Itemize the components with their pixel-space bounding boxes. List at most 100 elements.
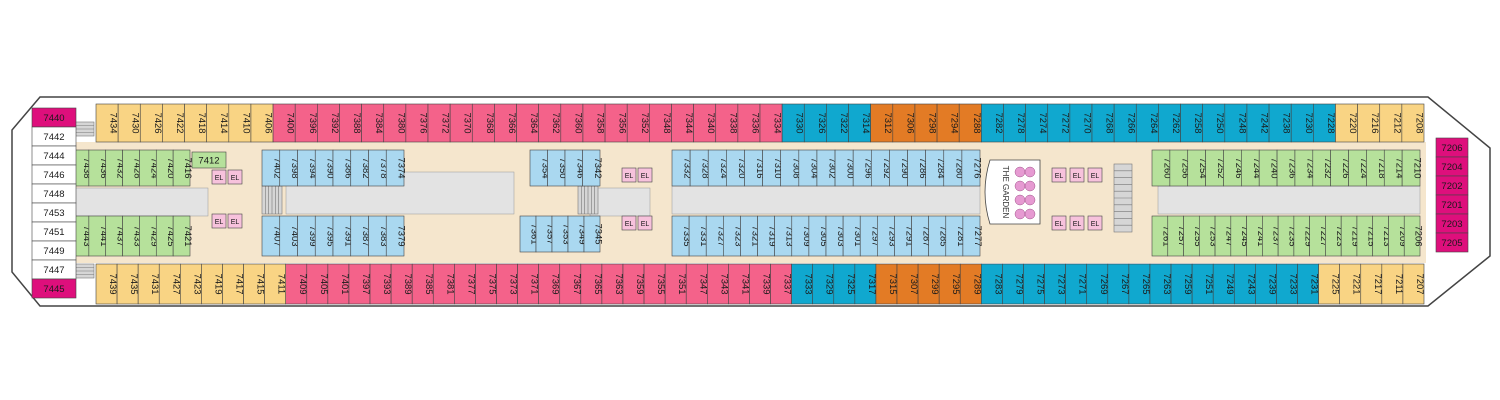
cabin-7383[interactable]: 7383	[368, 215, 389, 257]
cabin-7282[interactable]: 7282	[981, 103, 1004, 143]
cabin-7442[interactable]: 7442	[31, 126, 77, 147]
cabin-7362[interactable]: 7362	[538, 103, 562, 143]
cabin-7371[interactable]: 7371	[517, 263, 540, 305]
cabin-7272[interactable]: 7272	[1047, 103, 1071, 143]
cabin-7379[interactable]: 7379	[385, 215, 407, 257]
cabin-7355[interactable]: 7355	[643, 263, 666, 305]
cabin-7381[interactable]: 7381	[432, 263, 455, 305]
cabin-7224[interactable]: 7224	[1348, 149, 1369, 187]
cabin-7388[interactable]: 7388	[339, 103, 362, 143]
cabin-7219[interactable]: 7219	[1340, 215, 1361, 257]
cabin-7231[interactable]: 7231	[1297, 263, 1320, 305]
cabin-7360[interactable]: 7360	[560, 103, 584, 143]
cabin-7221[interactable]: 7221	[1339, 263, 1362, 305]
cabin-7368[interactable]: 7368	[471, 103, 495, 143]
cabin-7300[interactable]: 7300	[834, 149, 856, 187]
cabin-7280[interactable]: 7280	[943, 149, 965, 187]
cabin-7421[interactable]: 7421	[172, 215, 193, 257]
cabin-7439[interactable]: 7439	[95, 263, 118, 305]
cabin-7356[interactable]: 7356	[604, 103, 628, 143]
cabin-7426[interactable]: 7426	[139, 103, 163, 143]
cabin-7317[interactable]: 7317	[854, 263, 877, 305]
cabin-7209[interactable]: 7209	[1388, 215, 1408, 257]
cabin-7276[interactable]: 7276	[961, 149, 983, 187]
cabin-7207[interactable]: 7207	[1402, 263, 1425, 305]
cabin-7370[interactable]: 7370	[449, 103, 473, 143]
cabin-7415[interactable]: 7415	[243, 263, 266, 305]
cabin-7256[interactable]: 7256	[1169, 149, 1190, 187]
cabin-7334[interactable]: 7334	[759, 103, 783, 143]
cabin-7448[interactable]: 7448	[31, 183, 77, 204]
cabin-7252[interactable]: 7252	[1205, 149, 1226, 187]
cabin-7278[interactable]: 7278	[1003, 103, 1026, 143]
cabin-7277[interactable]: 7277	[962, 215, 983, 257]
cabin-7271[interactable]: 7271	[1065, 263, 1088, 305]
cabin-7292[interactable]: 7292	[870, 149, 892, 187]
cabin-7392[interactable]: 7392	[317, 103, 340, 143]
cabin-7201[interactable]: 7201	[1435, 194, 1469, 215]
cabin-7302[interactable]: 7302	[816, 149, 838, 187]
cabin-7321[interactable]: 7321	[740, 215, 761, 257]
cabin-7240[interactable]: 7240	[1258, 149, 1280, 187]
cabin-7254[interactable]: 7254	[1187, 149, 1208, 187]
cabin-7384[interactable]: 7384	[361, 103, 385, 143]
cabin-7236[interactable]: 7236	[1276, 149, 1298, 187]
cabin-7344[interactable]: 7344	[671, 103, 694, 143]
cabin-7398[interactable]: 7398	[279, 149, 300, 187]
cabin-7315[interactable]: 7315	[875, 263, 898, 305]
cabin-7406[interactable]: 7406	[250, 103, 274, 143]
cabin-7324[interactable]: 7324	[707, 149, 729, 187]
cabin-7251[interactable]: 7251	[1191, 263, 1214, 305]
cabin-7339[interactable]: 7339	[749, 263, 772, 305]
cabin-7275[interactable]: 7275	[1023, 263, 1046, 305]
cabin-7258[interactable]: 7258	[1180, 103, 1204, 143]
cabin-7206[interactable]: 7206	[1435, 137, 1469, 158]
cabin-7239[interactable]: 7239	[1255, 263, 1277, 305]
cabin-7205[interactable]: 7205	[1435, 232, 1469, 253]
cabin-7260[interactable]: 7260	[1151, 149, 1172, 187]
cabin-7345[interactable]: 7345	[583, 215, 604, 253]
cabin-7314[interactable]: 7314	[848, 103, 872, 143]
cabin-7298[interactable]: 7298	[914, 103, 938, 143]
cabin-7249[interactable]: 7249	[1212, 263, 1235, 305]
cabin-7310[interactable]: 7310	[762, 149, 784, 187]
cabin-7274[interactable]: 7274	[1025, 103, 1049, 143]
cabin-7393[interactable]: 7393	[369, 263, 392, 305]
cabin-7342[interactable]: 7342	[582, 149, 603, 187]
cabin-7417[interactable]: 7417	[222, 263, 245, 305]
cabin-7341[interactable]: 7341	[728, 263, 750, 305]
cabin-7248[interactable]: 7248	[1224, 103, 1248, 143]
cabin-7395[interactable]: 7395	[314, 215, 336, 257]
cabin-7430[interactable]: 7430	[117, 103, 141, 143]
cabin-7359[interactable]: 7359	[622, 263, 645, 305]
cabin-7232[interactable]: 7232	[1312, 149, 1333, 187]
cabin-7416[interactable]: 7416	[172, 149, 193, 187]
cabin-7364[interactable]: 7364	[516, 103, 540, 143]
cabin-7414[interactable]: 7414	[206, 103, 230, 143]
cabin-7335[interactable]: 7335	[671, 215, 692, 257]
cabin-7337[interactable]: 7337	[770, 263, 793, 305]
cabin-7412[interactable]: 7412	[191, 151, 227, 169]
cabin-7358[interactable]: 7358	[582, 103, 606, 143]
cabin-7436[interactable]: 7436	[88, 149, 109, 187]
cabin-7391[interactable]: 7391	[332, 215, 353, 257]
cabin-7390[interactable]: 7390	[314, 149, 336, 187]
cabin-7238[interactable]: 7238	[1268, 103, 1292, 143]
cabin-7243[interactable]: 7243	[1233, 263, 1256, 305]
cabin-7307[interactable]: 7307	[896, 263, 919, 305]
cabin-7422[interactable]: 7422	[162, 103, 185, 143]
cabin-7273[interactable]: 7273	[1044, 263, 1067, 305]
cabin-7284[interactable]: 7284	[925, 149, 947, 187]
cabin-7316[interactable]: 7316	[744, 149, 765, 187]
cabin-7213[interactable]: 7213	[1372, 215, 1392, 257]
cabin-7330[interactable]: 7330	[781, 103, 805, 143]
cabin-7295[interactable]: 7295	[938, 263, 961, 305]
cabin-7348[interactable]: 7348	[649, 103, 672, 143]
cabin-7250[interactable]: 7250	[1202, 103, 1226, 143]
cabin-7374[interactable]: 7374	[385, 149, 407, 187]
cabin-7255[interactable]: 7255	[1183, 215, 1203, 257]
cabin-7435[interactable]: 7435	[116, 263, 139, 305]
cabin-7446[interactable]: 7446	[31, 164, 77, 185]
cabin-7244[interactable]: 7244	[1241, 149, 1262, 187]
cabin-7369[interactable]: 7369	[538, 263, 561, 305]
